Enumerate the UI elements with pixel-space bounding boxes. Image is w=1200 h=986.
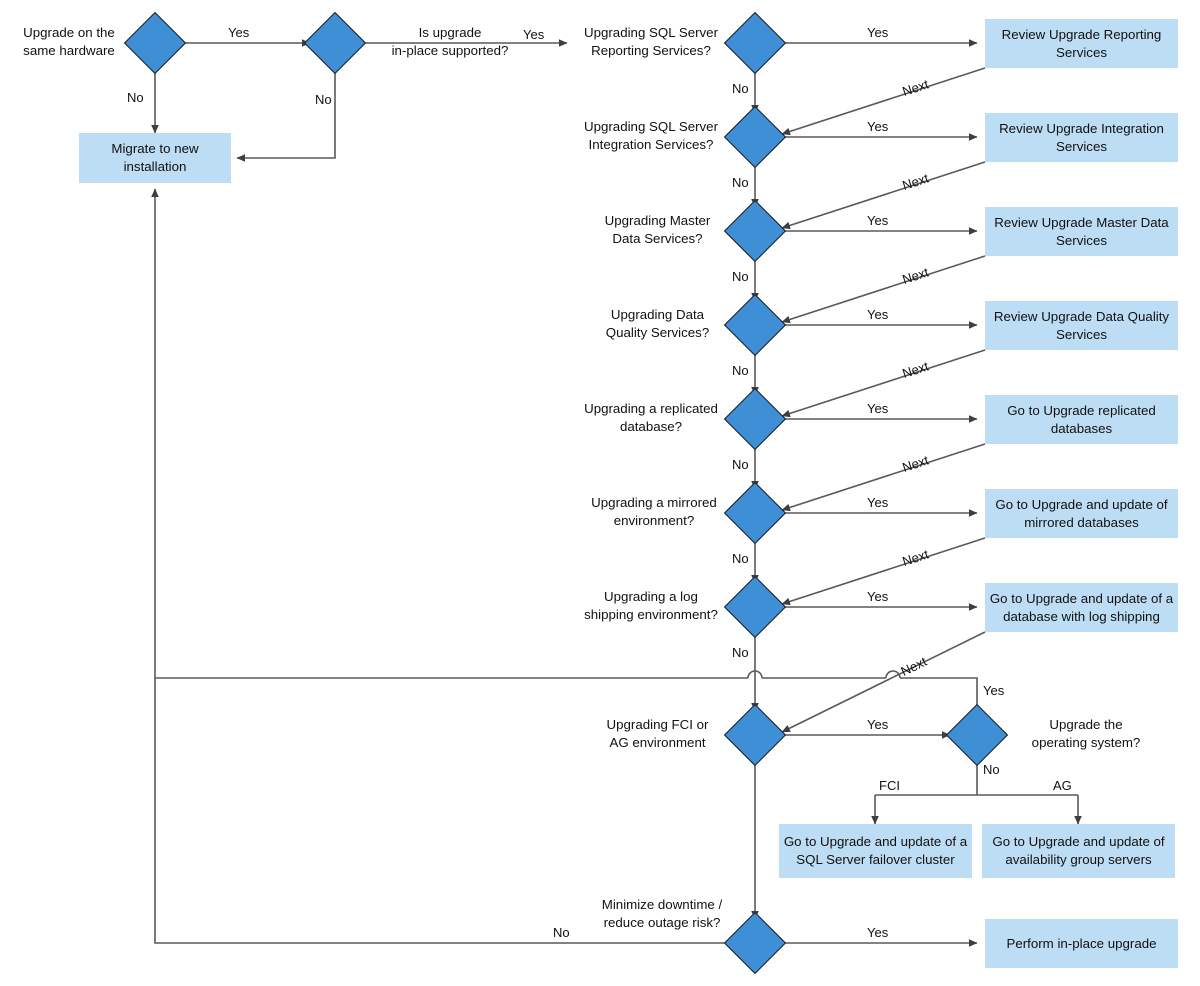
edge-label-no-in-place: No: [315, 92, 332, 107]
edge-label-yes-fci-ag: Yes: [867, 717, 889, 732]
action-review-ssis[interactable]: Review Upgrade Integration Services: [985, 113, 1178, 162]
edge-label-yes-ssis: Yes: [867, 119, 889, 134]
edge-label-yes-in-place: Yes: [523, 27, 545, 42]
edge-label-yes-ssrs: Yes: [867, 25, 889, 40]
edge-label-yes-replicated: Yes: [867, 401, 889, 416]
action-perform-in-place[interactable]: Perform in-place upgrade: [985, 919, 1178, 968]
label-same-hardware: Upgrade on the same hardware: [23, 25, 115, 58]
action-review-dqs[interactable]: Review Upgrade Data Quality Services: [985, 301, 1178, 350]
edge-label-fci: FCI: [879, 778, 900, 793]
edge-label-yes-same-hardware: Yes: [228, 25, 250, 40]
edge-label-yes-upgrade-os: Yes: [983, 683, 1005, 698]
action-review-ssrs[interactable]: Review Upgrade Reporting Services: [985, 19, 1178, 68]
label-upgrade-os: Upgrade the operating system?: [1031, 717, 1141, 750]
action-goto-replicated[interactable]: Go to Upgrade replicated databases: [985, 395, 1178, 444]
edge-label-no-mirrored: No: [732, 551, 749, 566]
label-fci-ag: Upgrading FCI or AG environment: [606, 717, 709, 750]
edge-label-no-ssis: No: [732, 175, 749, 190]
label-in-place-supported: Is upgrade in-place supported?: [391, 25, 509, 58]
edge-label-yes-mds: Yes: [867, 213, 889, 228]
label-log-shipping: Upgrading a log shipping environment?: [584, 589, 718, 622]
edge-label-no-dqs: No: [732, 363, 749, 378]
label-mirrored: Upgrading a mirrored environment?: [591, 495, 717, 528]
action-migrate-new-install[interactable]: Migrate to new installation: [79, 133, 231, 183]
edge-label-yes-minimize-downtime: Yes: [867, 925, 889, 940]
label-ssrs: Upgrading SQL Server Reporting Services?: [583, 25, 719, 58]
edge-label-yes-mirrored: Yes: [867, 495, 889, 510]
edge-label-ag: AG: [1053, 778, 1072, 793]
edge-label-yes-log-shipping: Yes: [867, 589, 889, 604]
label-dqs: Upgrading Data Quality Services?: [605, 307, 710, 340]
action-goto-failover-cluster[interactable]: Go to Upgrade and update of a SQL Server…: [779, 824, 972, 878]
action-goto-mirrored[interactable]: Go to Upgrade and update of mirrored dat…: [985, 489, 1178, 538]
edge-label-yes-dqs: Yes: [867, 307, 889, 322]
edge-label-no-log-shipping: No: [732, 645, 749, 660]
action-review-mds[interactable]: Review Upgrade Master Data Services: [985, 207, 1178, 256]
edge-label-no-ssrs: No: [732, 81, 749, 96]
action-goto-log-shipping[interactable]: Go to Upgrade and update of a database w…: [985, 583, 1178, 632]
label-replicated: Upgrading a replicated database?: [584, 401, 718, 434]
label-minimize-downtime: Minimize downtime / reduce outage risk?: [601, 897, 723, 930]
edge-label-no-replicated: No: [732, 457, 749, 472]
edge-label-no-same-hardware: No: [127, 90, 144, 105]
edge-label-no-minimize-downtime: No: [553, 925, 570, 940]
label-mds: Upgrading Master Data Services?: [604, 213, 711, 246]
edge-label-no-mds: No: [732, 269, 749, 284]
label-ssis: Upgrading SQL Server Integration Service…: [583, 119, 719, 152]
edge-label-no-upgrade-os: No: [983, 762, 1000, 777]
action-goto-availability-grp[interactable]: Go to Upgrade and update of availability…: [982, 824, 1175, 878]
